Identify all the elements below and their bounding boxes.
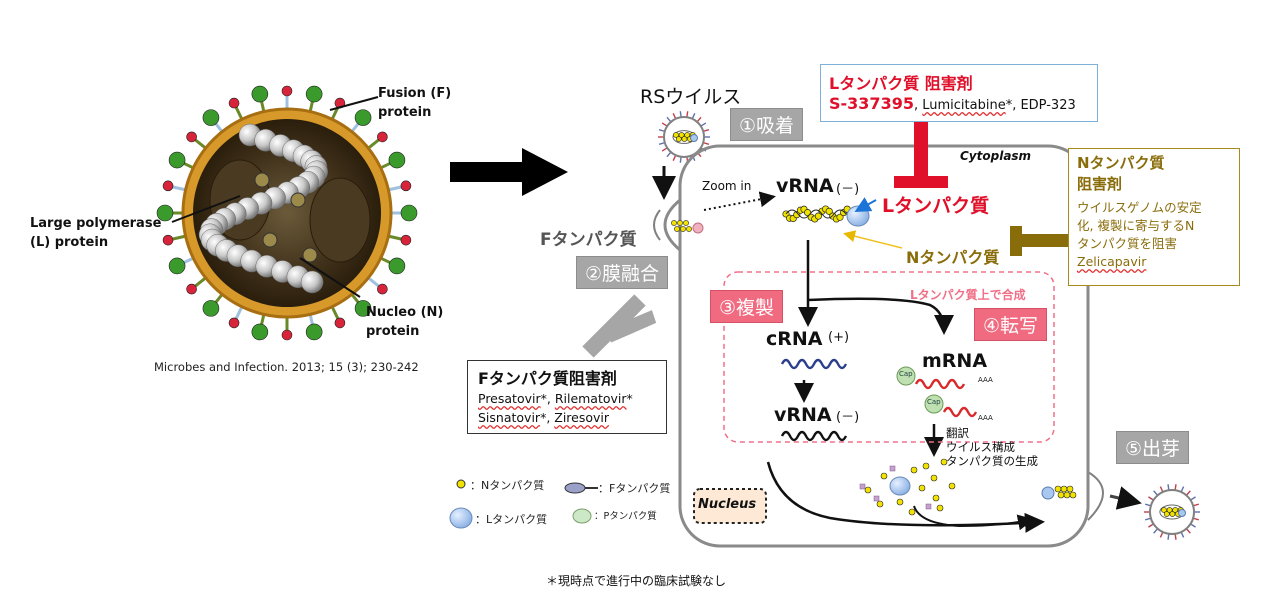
step-fusion: ②膜融合 (576, 256, 669, 289)
nucleus-box (693, 488, 767, 524)
crna-label: cRNA (766, 328, 823, 350)
cytoplasm-label: Cytoplasm (960, 149, 1032, 163)
drug-s337395: S-337395 (829, 94, 914, 113)
f-inhibitor-title: Fタンパク質阻害剤 (478, 369, 617, 388)
drug-ziresovir: Ziresovir (554, 410, 610, 425)
zoom-in-label: Zoom in (702, 179, 752, 193)
polya-label-1: AAA (978, 376, 993, 384)
drug-lumicitabine: Lumicitabine (922, 98, 1006, 113)
crna-sign: (+) (828, 330, 850, 345)
n-inhibitor-bar (1020, 234, 1068, 247)
big-arrow (450, 148, 568, 196)
step-budding: ⑤出芽 (1116, 431, 1190, 464)
footnote: ＊現時点で進行中の臨床試験なし (546, 574, 727, 588)
legend-f-protein: ：Fタンパク質 (598, 482, 671, 495)
nucleo-protein-label: Nucleo (N)protein (366, 305, 444, 339)
drug-sisnatovir: Sisnatovir (478, 410, 541, 425)
n-inhibitor-title: Nタンパク質阻害剤 (1077, 154, 1165, 193)
rsv-virion-illustration (156, 85, 418, 341)
rna-strands (780, 358, 978, 442)
l-inhibitor-drugs: S-337395, Lumicitabine*, EDP-323 (829, 94, 1076, 113)
cell-membrane (678, 144, 1090, 548)
rsv-particle-attach (658, 111, 710, 163)
step-transcription: ④転写 (974, 308, 1048, 341)
vrna-top-label: vRNA (776, 175, 834, 197)
polymerase-label: Large polymerase(L) protein (30, 216, 162, 250)
rsv-title: RSウイルス (640, 86, 742, 108)
l-protein-synthesis-region (723, 271, 1055, 443)
drug-rilematovir: Rilematovir (554, 391, 627, 406)
fusing-nucleocapsid (653, 209, 704, 241)
drug-presatovir: Presatovir (478, 391, 541, 406)
step-attach: ①吸着 (730, 108, 804, 141)
legend-n-protein: ：Nタンパク質 (470, 479, 545, 492)
vrna-bottom-sign: (－) (836, 410, 860, 425)
mrna-label: mRNA (922, 350, 988, 372)
vrna-bottom-label: vRNA (774, 404, 832, 426)
f-inhibitor-box: Fタンパク質阻害剤 Presatovir*, Rilematovir* Sisn… (467, 360, 667, 434)
l-inhibitor-box: Lタンパク質 阻害剤 S-337395, Lumicitabine*, EDP-… (820, 64, 1098, 122)
l-inhibitor-bar (914, 120, 928, 178)
rsv-particle-budded (1041, 471, 1200, 540)
step-replication: ③複製 (710, 290, 784, 323)
synthesis-on-l-label: Lタンパク質上で合成 (910, 288, 1026, 302)
legend-l-protein: ：Lタンパク質 (475, 513, 548, 526)
cap-label-2: Cap (927, 398, 941, 406)
nucleus-label: Nucleus (698, 497, 757, 512)
translated-proteins (859, 458, 956, 516)
vrna-nucleocapsid-complex (782, 205, 870, 227)
l-inhibitor-title: Lタンパク質 阻害剤 (829, 74, 973, 93)
citation: Microbes and Infection. 2013; 15 (3); 23… (154, 360, 419, 374)
drug-zelicapavir: Zelicapavir (1077, 254, 1147, 269)
f-inhibitor-drugs: Presatovir*, Rilematovir* Sisnatovir*, Z… (478, 391, 633, 425)
n-protein-label: Nタンパク質 (906, 248, 1000, 267)
fusion-protein-label: Fusion (F)protein (378, 86, 452, 120)
translation-label: 翻訳ウイルス構成タンパク質の生成 (946, 426, 1038, 468)
f-inhibitor-bar (582, 294, 646, 358)
l-protein-label: Lタンパク質 (882, 195, 990, 217)
legend-p-protein: ：Pタンパク質 (594, 511, 657, 522)
cap-label-1: Cap (899, 370, 913, 378)
vrna-top-sign: (－) (836, 182, 860, 197)
polya-label-2: AAA (978, 414, 993, 422)
f-protein-label: Fタンパク質 (540, 230, 637, 250)
